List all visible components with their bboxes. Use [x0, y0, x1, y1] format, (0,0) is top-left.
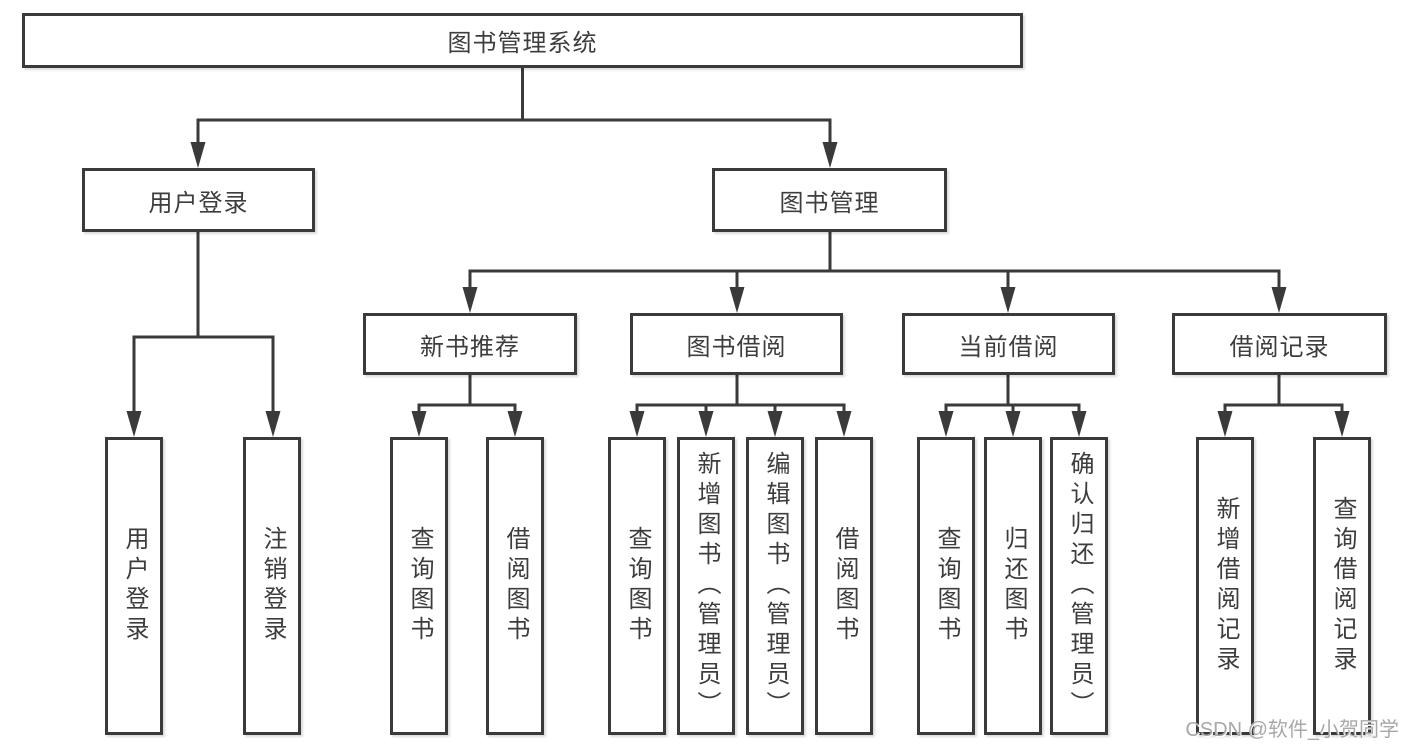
- node-borrowing-records: 借阅记录: [1172, 313, 1387, 375]
- leaf-label: 借阅图书: [831, 526, 858, 646]
- node-user-login: 用户登录: [82, 168, 315, 232]
- node-label: 图书借阅: [686, 333, 787, 361]
- leaf-query-books-borrowing: 查询图书: [608, 437, 666, 735]
- leaf-return-books: 归还图书: [984, 437, 1042, 735]
- leaf-borrow-books-recommend: 借阅图书: [486, 437, 544, 735]
- node-book-management: 图书管理: [712, 168, 947, 232]
- node-current-borrowing: 当前借阅: [902, 313, 1115, 375]
- leaf-borrow-books: 借阅图书: [815, 437, 873, 735]
- leaf-label: 归还图书: [1000, 526, 1027, 646]
- leaf-query-borrow-record: 查询借阅记录: [1313, 437, 1371, 735]
- node-library-management-system: 图书管理系统: [22, 13, 1023, 68]
- leaf-label: 确认归还（管理员）: [1066, 451, 1093, 721]
- leaf-label: 借阅图书: [502, 526, 529, 646]
- leaf-edit-books-admin: 编辑图书（管理员）: [746, 437, 804, 735]
- leaf-label: 查询借阅记录: [1329, 496, 1356, 676]
- leaf-label: 用户登录: [121, 526, 148, 646]
- leaf-label: 查询图书: [933, 526, 960, 646]
- node-label: 新书推荐: [420, 333, 520, 361]
- leaf-label: 编辑图书（管理员）: [762, 451, 789, 721]
- node-new-book-recommendation: 新书推荐: [363, 313, 577, 375]
- node-label: 当前借阅: [958, 333, 1059, 361]
- leaf-add-borrow-record: 新增借阅记录: [1196, 437, 1254, 735]
- node-label: 图书管理系统: [447, 30, 598, 57]
- leaf-label: 注销登录: [259, 526, 286, 646]
- leaf-user-login: 用户登录: [105, 437, 163, 735]
- leaf-add-books-admin: 新增图书（管理员）: [677, 437, 735, 735]
- leaf-query-books-current: 查询图书: [917, 437, 975, 735]
- leaf-logout-login: 注销登录: [243, 437, 301, 735]
- leaf-label: 新增图书（管理员）: [693, 451, 720, 721]
- csdn-watermark: CSDN @软件_小贺同学: [1185, 719, 1399, 741]
- leaf-label: 新增借阅记录: [1212, 496, 1239, 676]
- node-label: 借阅记录: [1229, 333, 1330, 361]
- node-label: 用户登录: [148, 189, 249, 217]
- leaf-confirm-return-admin: 确认归还（管理员）: [1050, 437, 1108, 735]
- node-label: 图书管理: [779, 189, 880, 217]
- leaf-label: 查询图书: [624, 526, 651, 646]
- leaf-query-books-recommend: 查询图书: [390, 437, 448, 735]
- node-book-borrowing: 图书借阅: [630, 313, 843, 375]
- leaf-label: 查询图书: [406, 526, 433, 646]
